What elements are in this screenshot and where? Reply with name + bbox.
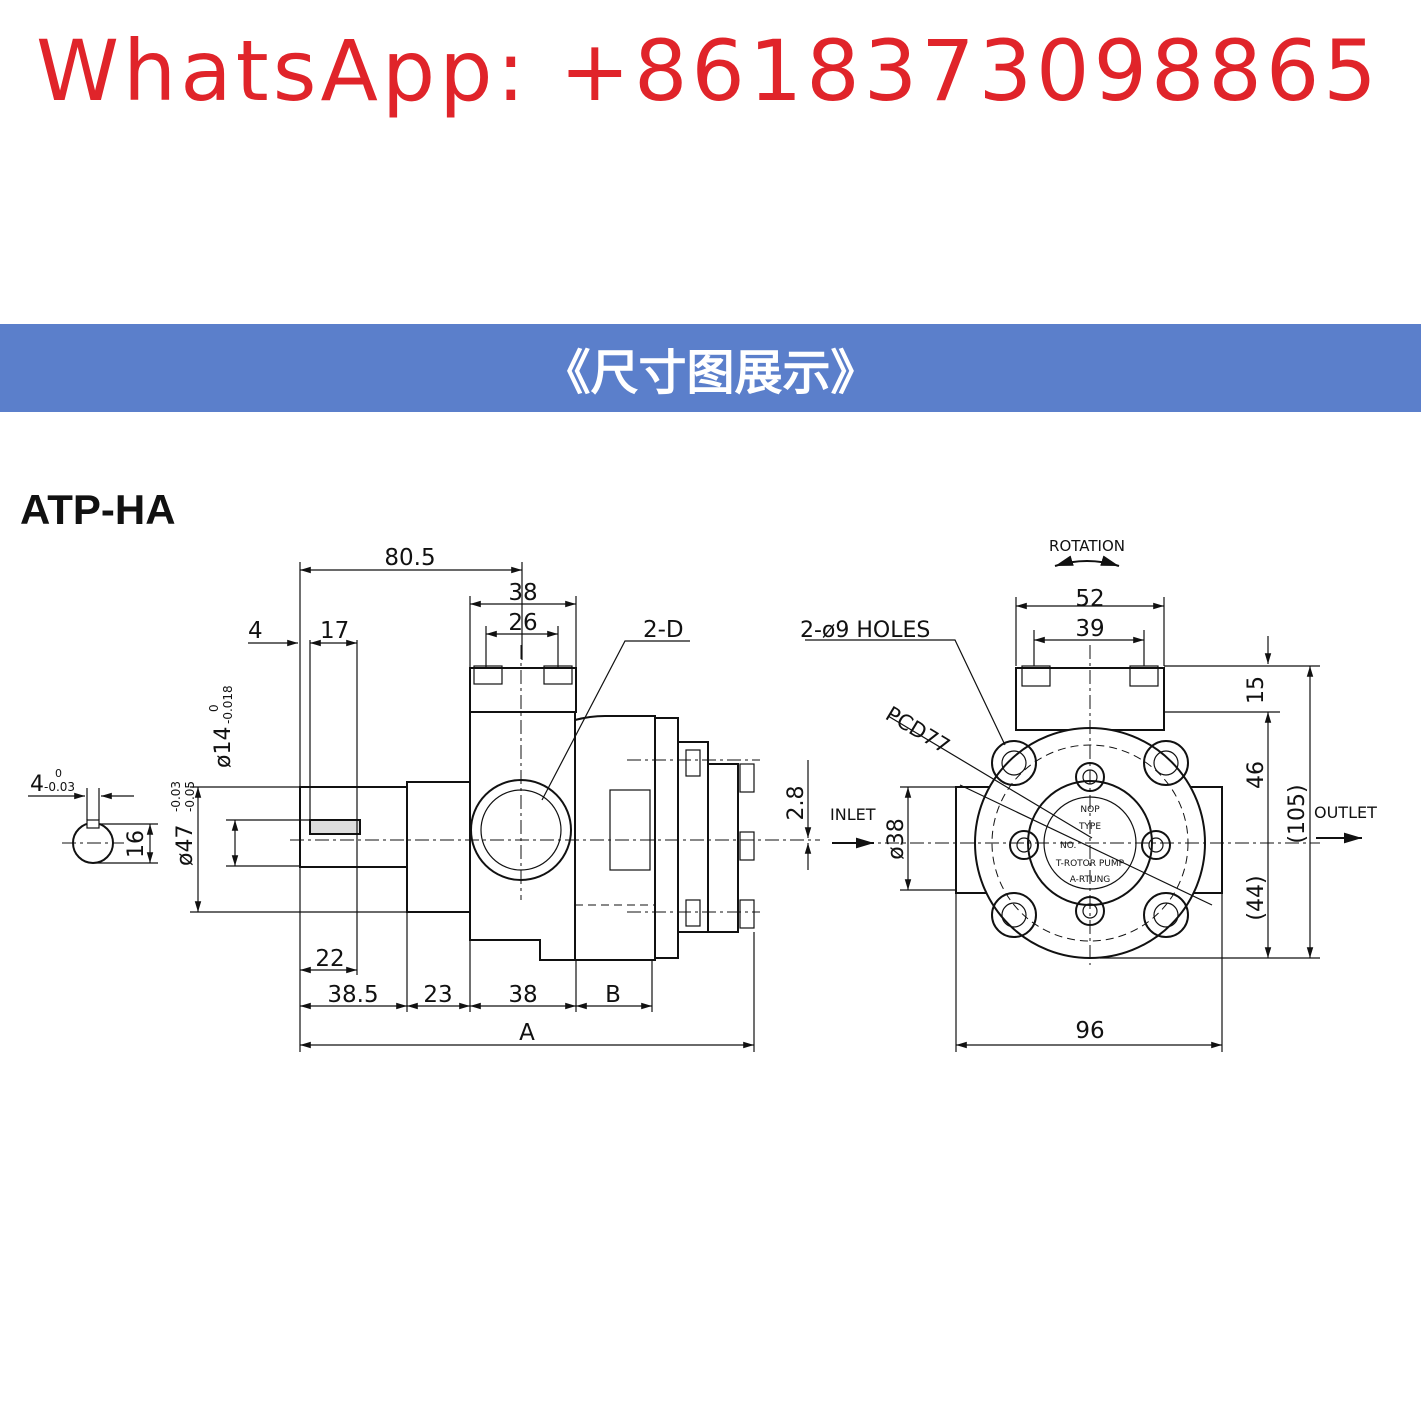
dim-15: 15 [1244,676,1269,704]
dim-a: A [519,1020,535,1046]
side-bolt [739,899,755,929]
side-bolt [739,831,755,861]
rotation-label: ROTATION [1049,537,1125,555]
side-bolt [685,899,701,927]
inlet-label: INLET [830,805,876,824]
dim-23: 23 [423,982,452,1008]
dim-phi-14: ø14 [211,727,236,768]
dim-38-5: 38.5 [327,982,378,1008]
model-title: ATP-HA [20,486,176,533]
key-dim-16: 16 [124,830,149,858]
dim-phi-47-tol-lo: -0.05 [183,781,197,812]
dim-105: (105) [1285,784,1310,843]
front-view: ROTATION NOP TYPE NO. T-ROTOR PUMP A-RTU… [800,537,1377,1052]
dim-17: 17 [320,618,349,644]
dim-80-5: 80.5 [384,545,435,571]
side-bolt [739,763,755,793]
keyway [86,819,100,829]
top-mount-block [469,667,577,713]
side-bolt [685,749,701,777]
nameplate-line-1: NOP [1080,805,1100,815]
end-plate [707,763,739,933]
section-banner: 《尺寸图展示》 [0,324,1421,412]
shaft-housing [406,781,471,913]
dim-phi-47-tol-up: -0.03 [169,781,183,812]
banner-title: 《尺寸图展示》 [542,345,879,401]
dim-38-top: 38 [508,580,537,606]
holes-label: 2-ø9 HOLES [800,618,930,643]
dim-39: 39 [1075,616,1104,642]
dim-b: B [605,982,621,1008]
cover-boss [609,789,651,871]
key-dim-4-tol-lo: -0.03 [44,780,75,794]
shaft-key-detail: 4 0 -0.03 16 [28,767,158,864]
label-2-d: 2-D [643,617,684,643]
dim-phi-38: ø38 [884,818,909,859]
dim-26: 26 [508,610,537,636]
end-cap [677,741,709,933]
key-dim-4: 4 [30,772,44,797]
pcd-label: PCD77 [881,702,954,759]
dim-phi-14-tol-up: 0 [207,704,221,712]
dim-2-8: 2.8 [784,786,809,821]
cover-flange [654,717,679,959]
dim-22: 22 [315,946,344,972]
key-dim-4-tol-up: 0 [55,767,62,780]
shaft-key [309,819,361,835]
dim-phi-47: ø47 [173,825,198,866]
bolt-head-left [473,665,503,685]
dim-46: 46 [1244,761,1269,789]
dim-52: 52 [1075,586,1104,612]
rotation-arrow [1054,555,1120,567]
whatsapp-contact: WhatsApp: +8618373098865 [36,22,1381,120]
outlet-label: OUTLET [1314,803,1377,822]
dim-38-bottom: 38 [508,982,537,1008]
dim-96: 96 [1075,1018,1104,1044]
nameplate-line-3: NO. [1060,841,1076,851]
pump-cover [574,715,656,961]
dim-44: (44) [1244,875,1269,920]
dim-phi-14-tol-lo: -0.018 [221,685,235,724]
dim-4: 4 [248,618,263,644]
bolt-head-left [1021,665,1051,687]
pump-body [469,711,576,961]
side-view: 80.5 38 26 2-D 4 17 ø14 0 -0.018 ø47 -0.… [169,545,820,1052]
